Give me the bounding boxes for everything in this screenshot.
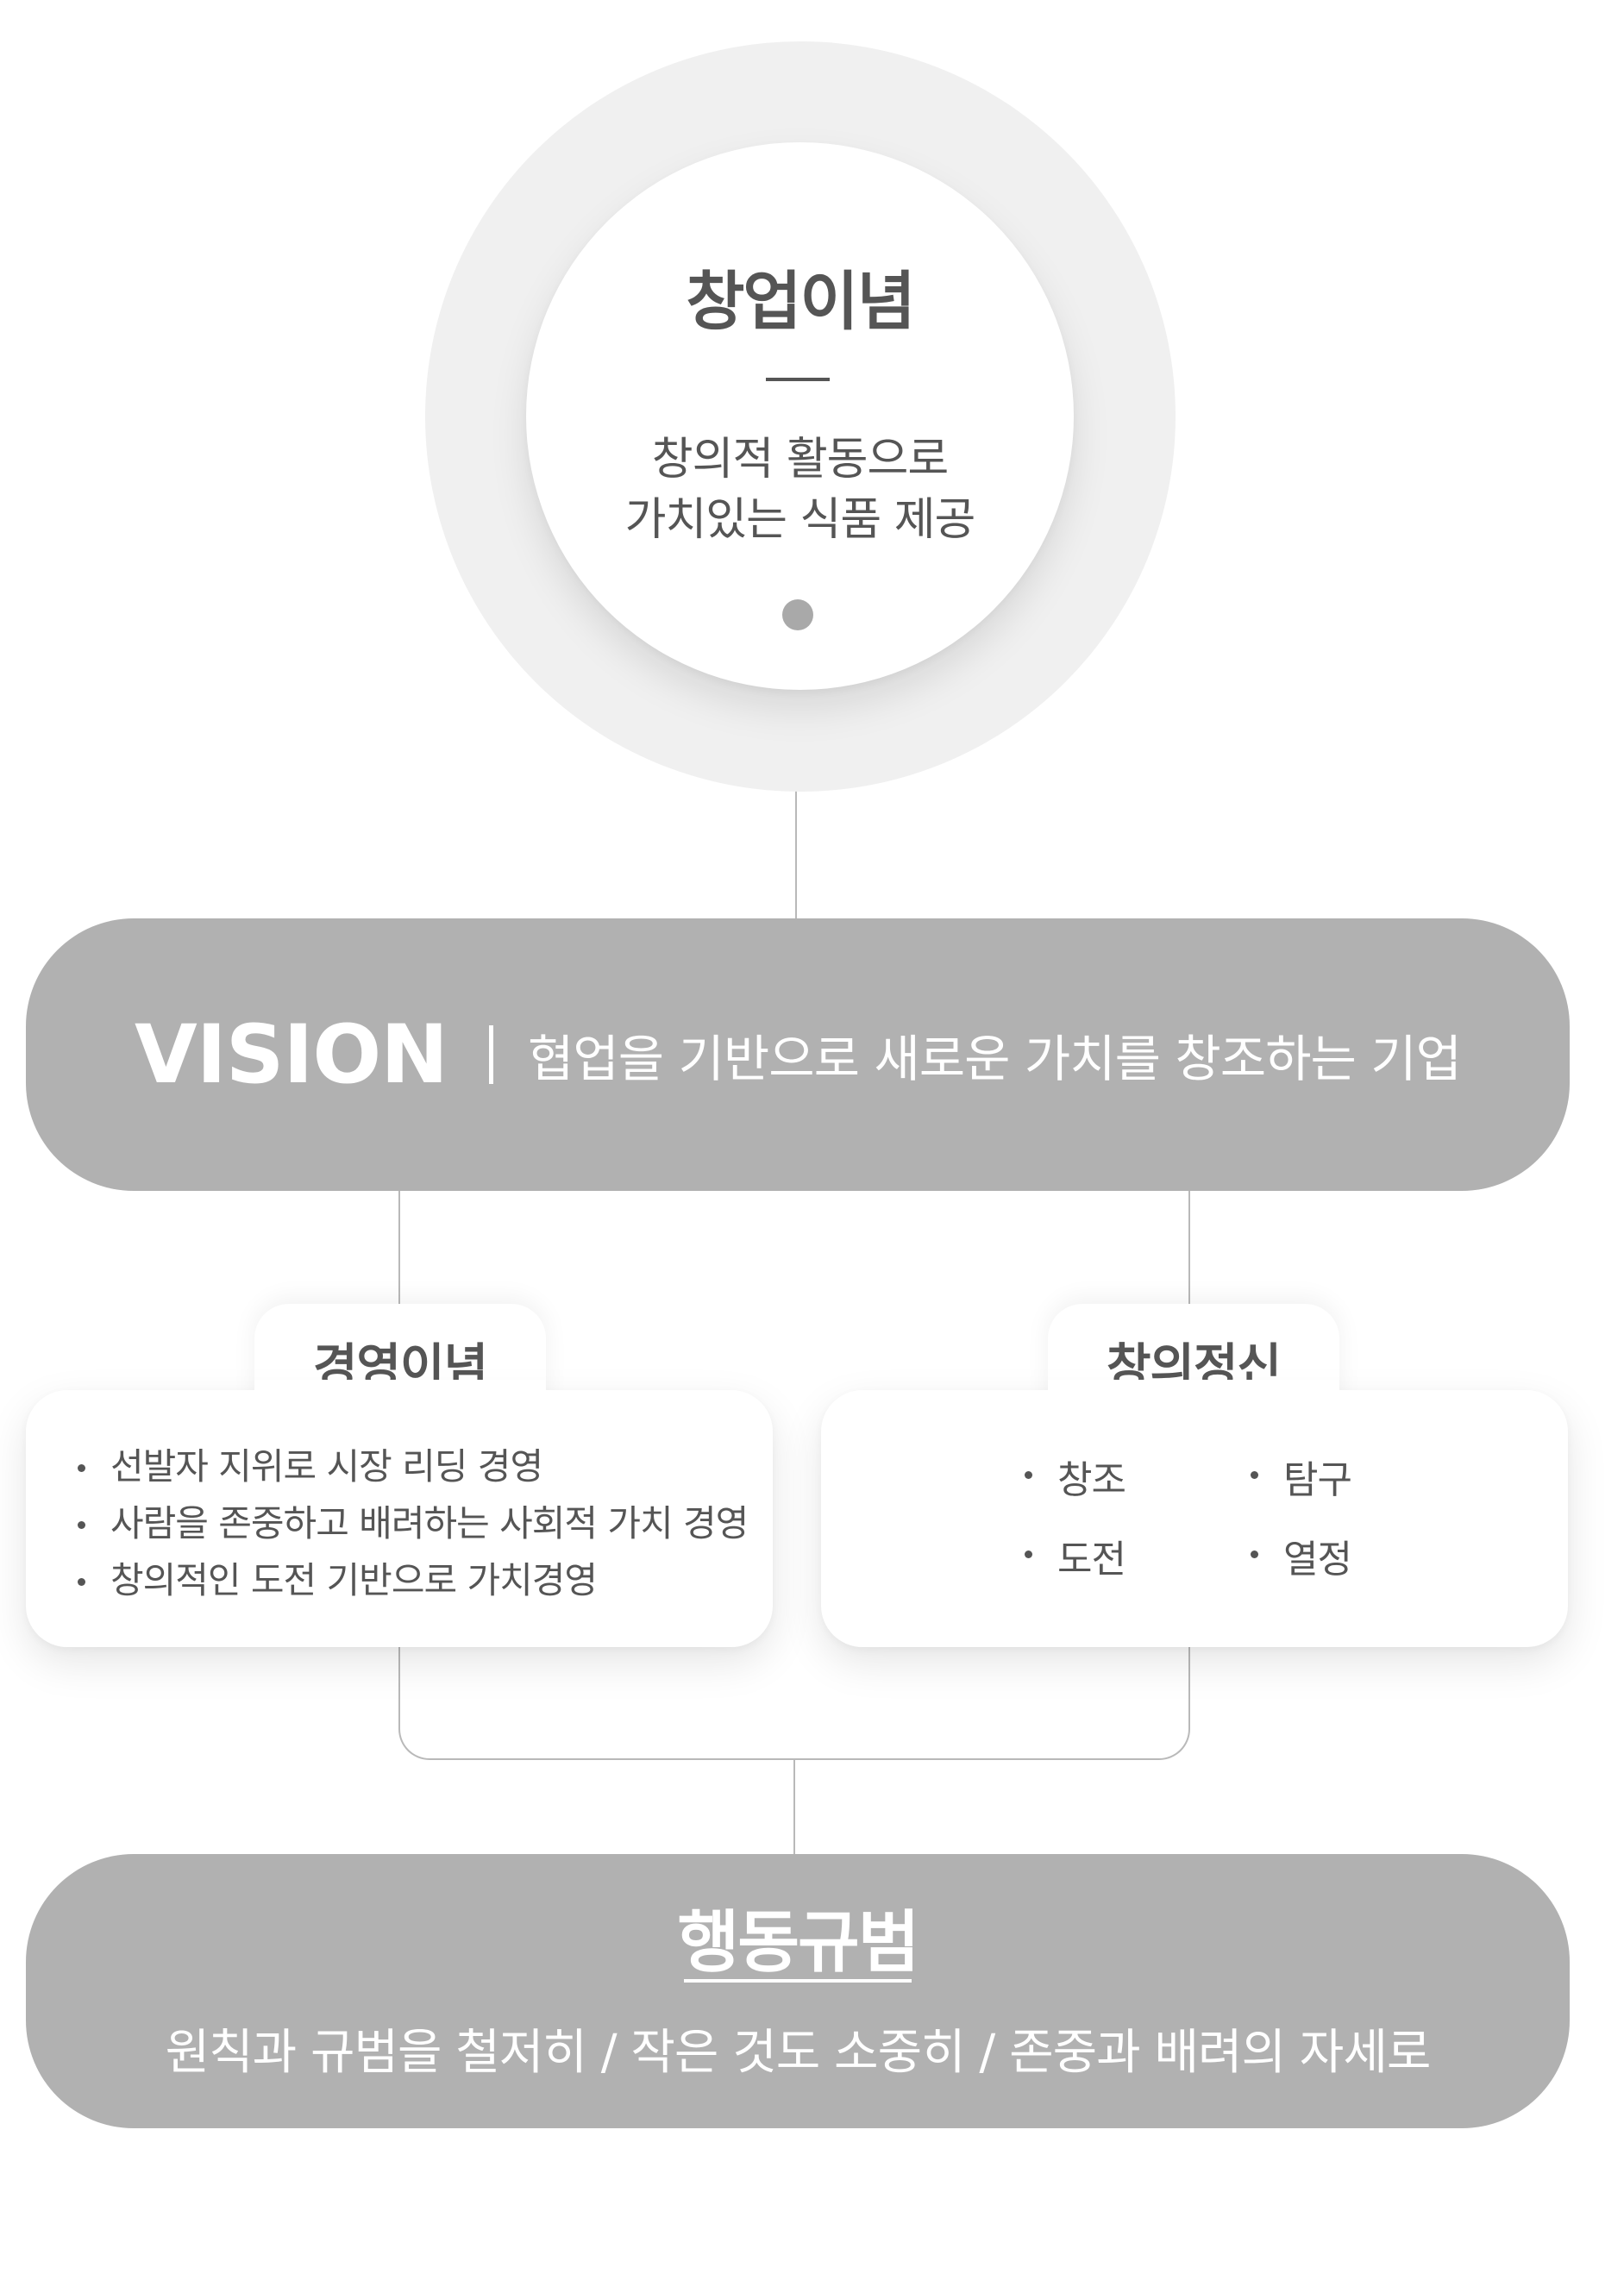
- founding-line-1: 창의적 활동으로: [651, 434, 949, 485]
- conduct-text: 원칙과 규범을 철저히 / 작은 것도 소중히 / 존중과 배려의 자세로: [165, 2025, 1432, 2081]
- management-card: [26, 1390, 773, 1647]
- founding-connector-dot: [782, 599, 813, 630]
- vision-separator: [488, 1025, 493, 1084]
- spirit-item-inquiry: 탐구: [1251, 1449, 1352, 1504]
- spirit-card: [821, 1390, 1568, 1647]
- list-item: 사람을 존중하고 배려하는 사회적 가치 경영: [78, 1495, 749, 1552]
- founding-line-2: 가치있는 식품 제공: [624, 494, 976, 546]
- vision-text: 협업을 기반으로 새로운 가치를 창조하는 기업: [527, 1030, 1462, 1088]
- list-item: 선발자 지위로 시장 리딩 경영: [78, 1438, 748, 1495]
- conduct-bar: 행동규범 원칙과 규범을 철저히 / 작은 것도 소중히 / 존중과 배려의 자…: [26, 1854, 1570, 2128]
- connector-bracket-to-conduct: [793, 1759, 795, 1856]
- management-list: 선발자 지위로 시장 리딩 경영 사람을 존중하고 배려하는 사회적 가치 경영…: [78, 1438, 749, 1609]
- vision-label: VISION: [134, 1007, 448, 1102]
- spirit-item-passion: 열정: [1251, 1528, 1352, 1583]
- founding-divider: [766, 378, 830, 381]
- spirit-item-challenge: 도전: [1025, 1528, 1126, 1583]
- connector-vision-to-spirit: [1188, 1191, 1190, 1305]
- list-item: 창의적인 도전 기반으로 가치경영: [78, 1552, 748, 1609]
- conduct-underline: [684, 1979, 912, 1983]
- spirit-item-creation: 창조: [1025, 1449, 1126, 1504]
- vision-bar: VISION 협업을 기반으로 새로운 가치를 창조하는 기업: [26, 918, 1570, 1191]
- management-tab-join: [254, 1380, 546, 1431]
- connector-vision-to-management: [398, 1191, 400, 1305]
- founding-description: 창의적 활동으로 가치있는 식품 제공: [526, 429, 1074, 550]
- founding-title: 창업이념: [686, 265, 915, 339]
- conduct-title: 행동규범: [677, 1904, 919, 1982]
- founding-circle: [526, 142, 1074, 690]
- connector-cards-bracket: [398, 1643, 1190, 1760]
- spirit-tab-join: [1048, 1380, 1339, 1431]
